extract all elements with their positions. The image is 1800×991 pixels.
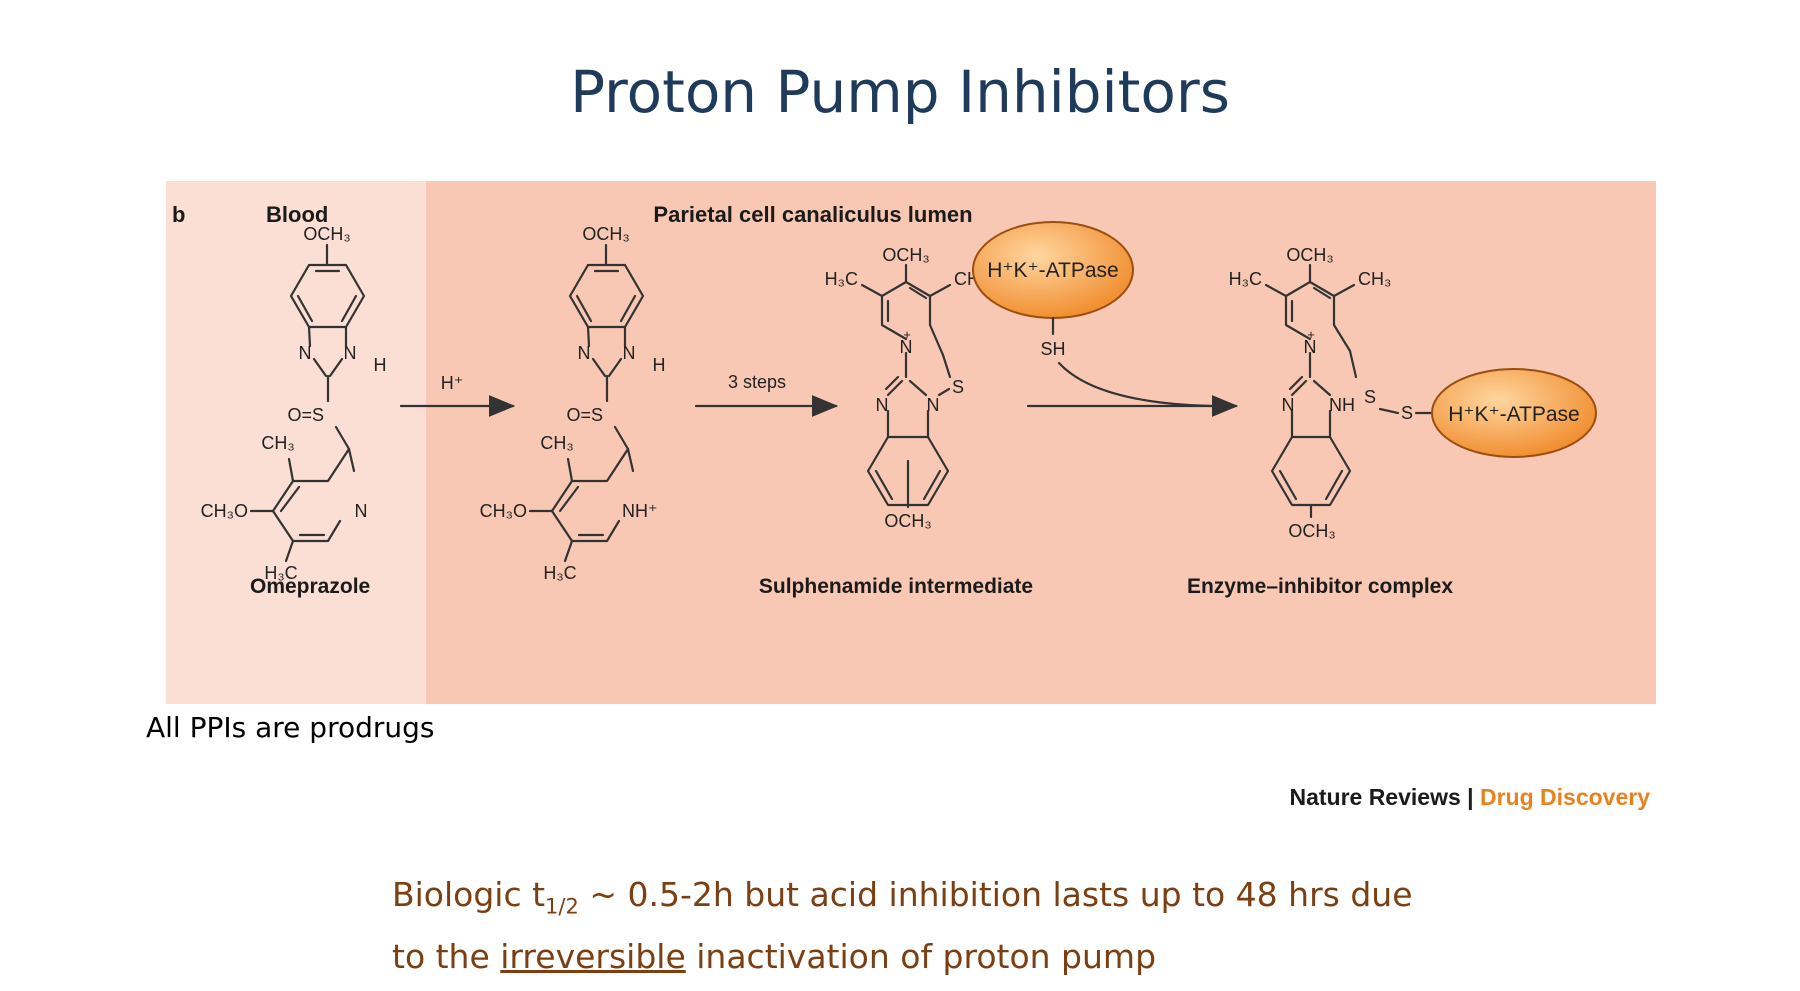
slide-title: Proton Pump Inhibitors: [570, 58, 1230, 126]
caption-omeprazole: Omeprazole: [250, 575, 370, 598]
note-line-1: Biologic t1/2 ~ 0.5-2h but acid inhibiti…: [392, 875, 1413, 919]
svg-text:H: H: [653, 355, 666, 375]
svg-text:H₃C: H₃C: [1229, 269, 1262, 289]
panel-letter: b: [172, 202, 185, 227]
svg-text:CH₃O: CH₃O: [201, 501, 248, 521]
svg-text:H⁺K⁺-ATPase: H⁺K⁺-ATPase: [1448, 403, 1579, 426]
credit-section: Drug Discovery: [1479, 784, 1650, 810]
svg-text:OCH₃: OCH₃: [303, 224, 350, 244]
svg-text:H⁺K⁺-ATPase: H⁺K⁺-ATPase: [987, 259, 1118, 282]
omeprazole-structure: OCH₃ N N H O=S CH₃ CH₃O N H₃C: [201, 224, 387, 583]
svg-text:NH: NH: [1329, 395, 1355, 415]
svg-text:S: S: [952, 377, 964, 397]
prodrug-note: All PPIs are prodrugs: [146, 711, 435, 744]
svg-text:OCH₃: OCH₃: [884, 511, 931, 531]
svg-text:+: +: [903, 327, 911, 342]
svg-text:OCH₃: OCH₃: [882, 245, 929, 265]
credit-journal: Nature Reviews: [1289, 784, 1461, 810]
svg-text:H₃C: H₃C: [825, 269, 858, 289]
complex-structure: OCH₃ H₃C CH₃ N + N NH S S OCH₃: [1229, 245, 1434, 541]
credit-separator: |: [1460, 784, 1480, 810]
steps-label: 3 steps: [728, 372, 786, 392]
irreversible-emphasis: irreversible: [500, 936, 686, 976]
enzyme-bound: H⁺K⁺-ATPase: [1431, 368, 1597, 458]
svg-text:O=S: O=S: [566, 405, 603, 425]
half-life-note: Biologic t1/2 ~ 0.5-2h but acid inhibiti…: [392, 870, 1492, 982]
half-life-subscript: 1/2: [545, 894, 579, 919]
svg-text:+: +: [1307, 327, 1315, 342]
svg-text:CH₃O: CH₃O: [480, 501, 527, 521]
protonated-omeprazole-structure: OCH₃ N N H O=S CH₃ CH₃O NH⁺ H₃C: [480, 224, 666, 583]
svg-text:H₃C: H₃C: [543, 563, 576, 583]
svg-text:N: N: [1282, 395, 1295, 415]
svg-text:NH⁺: NH⁺: [622, 501, 658, 521]
thiol-label: SH: [1040, 339, 1065, 359]
svg-text:OCH₃: OCH₃: [1288, 521, 1335, 541]
note-line-2: to the irreversible inactivation of prot…: [392, 936, 1157, 976]
enzyme-top: H⁺K⁺-ATPase SH: [972, 221, 1134, 359]
mechanism-diagram: b Blood Parietal cell canaliculus lumen: [166, 181, 1656, 704]
svg-text:H: H: [374, 355, 387, 375]
svg-text:O=S: O=S: [287, 405, 324, 425]
svg-text:N: N: [578, 343, 591, 363]
blood-region: [166, 181, 426, 704]
svg-text:CH₃: CH₃: [1358, 269, 1391, 289]
svg-text:S: S: [1364, 387, 1376, 407]
svg-text:OCH₃: OCH₃: [582, 224, 629, 244]
protonation-label: H⁺: [441, 373, 464, 393]
svg-text:OCH₃: OCH₃: [1286, 245, 1333, 265]
mechanism-figure: b Blood Parietal cell canaliculus lumen: [166, 181, 1656, 704]
svg-text:N: N: [623, 343, 636, 363]
svg-text:N: N: [299, 343, 312, 363]
lumen-label: Parietal cell canaliculus lumen: [653, 202, 972, 227]
svg-text:N: N: [344, 343, 357, 363]
svg-text:CH₃: CH₃: [261, 433, 294, 453]
caption-sulphenamide: Sulphenamide intermediate: [759, 575, 1033, 598]
svg-text:N: N: [1304, 337, 1317, 357]
svg-text:N: N: [876, 395, 889, 415]
enzyme-attack-arrow: [1057, 361, 1213, 408]
svg-text:CH₃: CH₃: [540, 433, 573, 453]
svg-text:N: N: [927, 395, 940, 415]
svg-text:H₃C: H₃C: [264, 563, 297, 583]
blood-label: Blood: [266, 202, 328, 227]
svg-text:N: N: [900, 337, 913, 357]
caption-complex: Enzyme–inhibitor complex: [1187, 575, 1453, 598]
svg-text:S: S: [1401, 403, 1413, 423]
figure-credit: Nature Reviews | Drug Discovery: [1289, 784, 1650, 811]
svg-text:N: N: [355, 501, 368, 521]
